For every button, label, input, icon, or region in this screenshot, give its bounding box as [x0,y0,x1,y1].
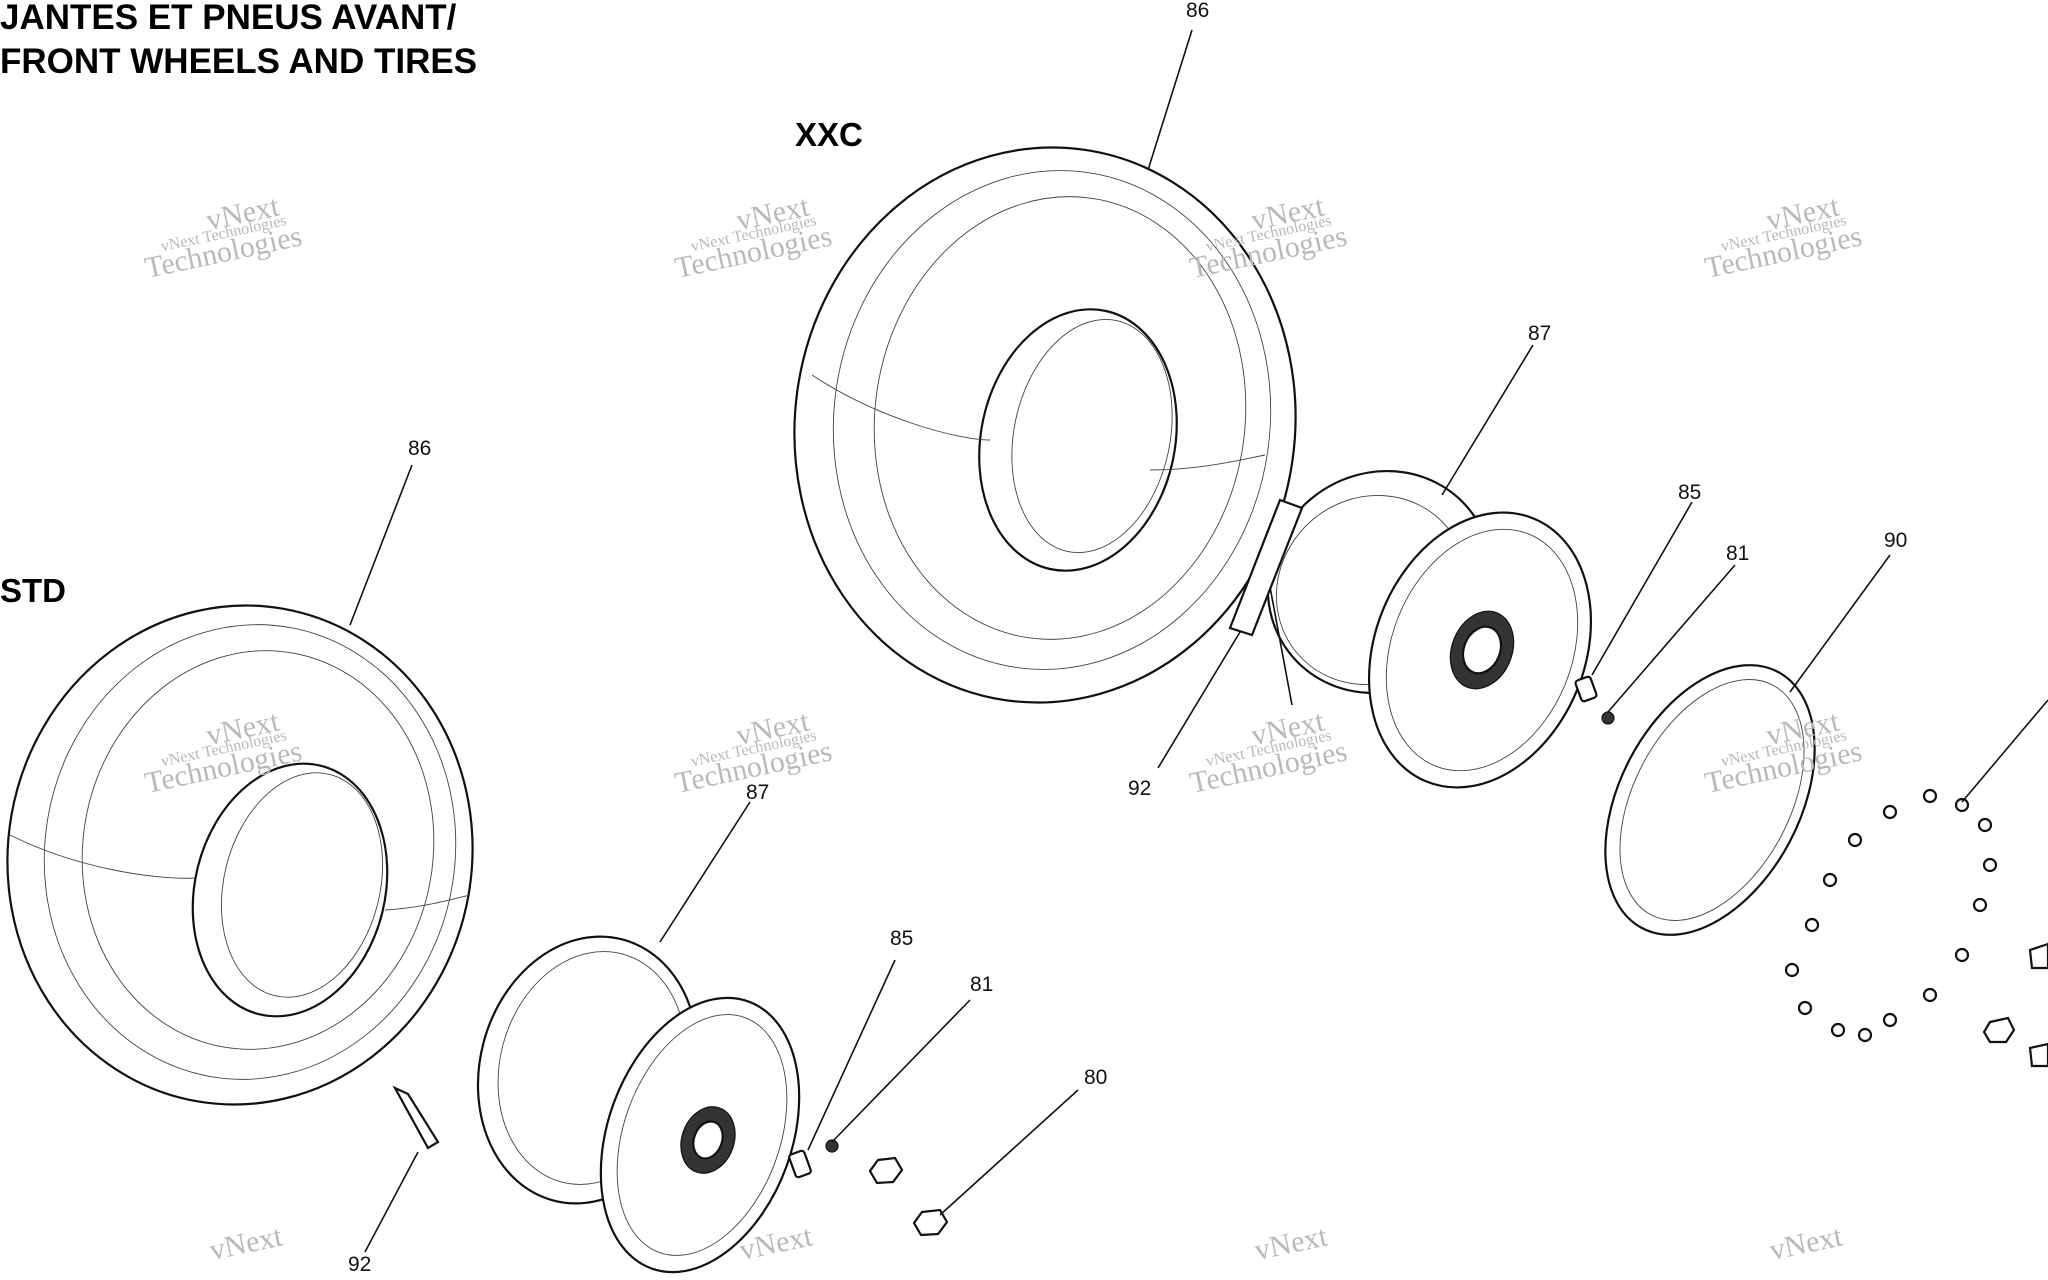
diagram-title-french: JANTES ET PNEUS AVANT/ [0,0,457,37]
std-tire [6,604,474,1106]
xxc-beadlock-ring [1604,664,1816,936]
leader-lines [349,29,2048,1253]
xxc-tire [793,146,1297,704]
std-rim [476,935,801,1274]
callout-xxc-weight: 92 [1128,777,1152,800]
callout-xxc-rim: 87 [1528,322,1552,345]
std-valve-cap [825,1139,839,1153]
callout-std-cap: 81 [970,973,994,996]
xxc-rim [1264,469,1593,789]
diagram-title-english: FRONT WHEELS AND TIRES [0,42,478,81]
xxc-balance-weight [1228,498,1304,637]
callout-xxc-ring: 90 [1884,529,1908,552]
callout-std-weight: 92 [348,1253,372,1276]
callout-std-nut: 80 [1084,1066,1108,1089]
std-valve-stem [788,1149,812,1179]
std-balance-weight [392,1085,440,1150]
xxc-valve-stem [1574,675,1598,703]
callout-xxc-cap: 81 [1726,542,1750,565]
callout-std-valve: 85 [890,927,914,950]
variant-label-std: STD [0,572,66,609]
callout-xxc-valve: 85 [1678,481,1702,504]
callout-xxc-tire: 86 [1186,0,1210,22]
xxc-valve-cap [1601,711,1615,725]
callout-std-rim: 87 [746,781,770,804]
callout-std-tire: 86 [408,437,432,460]
xxc-bolts [1784,788,2048,1068]
std-lug-nut [868,1156,949,1237]
variant-label-xxc: XXC [795,116,863,153]
